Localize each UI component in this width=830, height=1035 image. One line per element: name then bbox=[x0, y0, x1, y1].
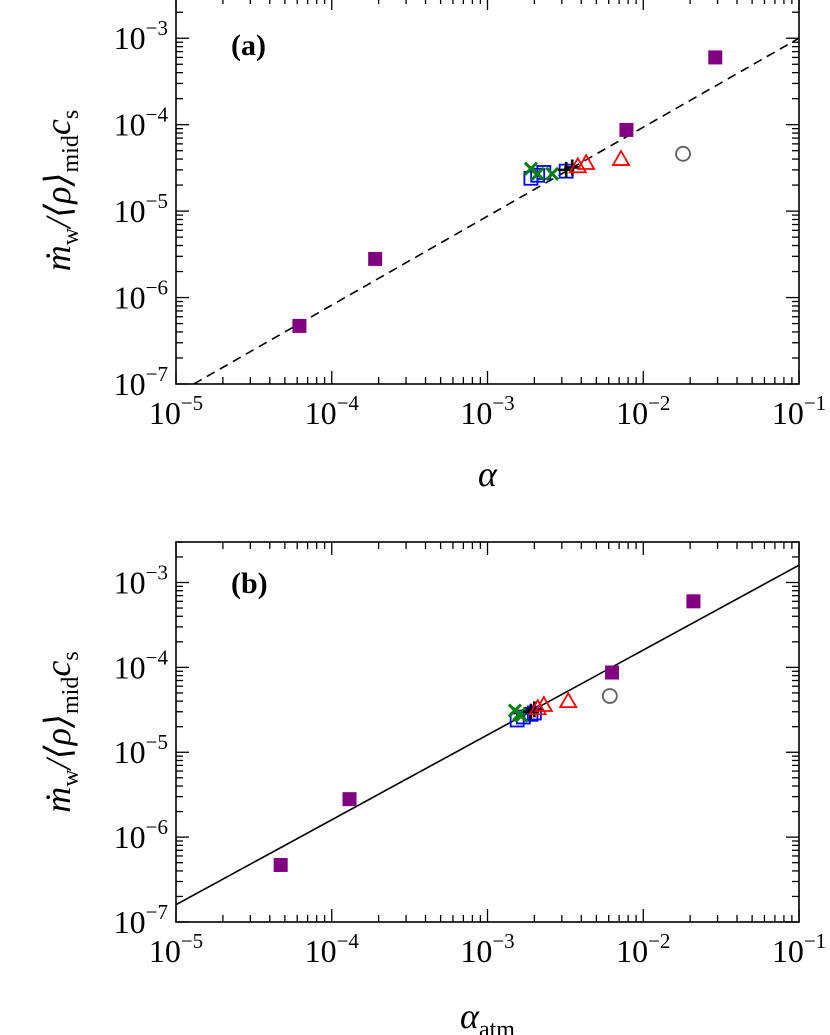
data-point-open-triangle bbox=[528, 698, 548, 716]
data-point-filled-square bbox=[604, 665, 619, 680]
y-tick-label: 10−6 bbox=[114, 276, 168, 316]
data-point-open-circle bbox=[675, 145, 691, 162]
data-point-open-triangle bbox=[558, 691, 578, 709]
x-tick-label: 10−5 bbox=[149, 929, 203, 969]
y-tick-label: 10−7 bbox=[114, 362, 168, 402]
panel-label: (a) bbox=[231, 29, 266, 62]
data-point-filled-square bbox=[368, 251, 383, 266]
y-axis-label: ṁw/⟨ρ⟩midcs bbox=[38, 651, 84, 812]
x-tick-label: 10−2 bbox=[616, 391, 670, 431]
y-tick-label: 10−4 bbox=[114, 645, 169, 685]
axis-ticks bbox=[175, 541, 800, 923]
data-point-filled-square bbox=[619, 122, 634, 137]
data-point-x bbox=[545, 166, 560, 181]
data-point-open-triangle bbox=[568, 156, 588, 174]
panel-a: 10−5 10−4 10−3 10−2 10−1 10−7 10−6 10−5 10−4 10−3… bbox=[38, 0, 826, 494]
y-tick-label: 10−5 bbox=[114, 189, 168, 229]
axes-frame bbox=[175, 541, 800, 923]
data-point-open-circle bbox=[601, 688, 618, 704]
panel-label: (b) bbox=[231, 567, 268, 600]
axes-frame bbox=[175, 0, 800, 385]
data-point-filled-square bbox=[273, 857, 288, 872]
data-point-filled-square bbox=[686, 594, 701, 609]
data-point-open-triangle bbox=[576, 153, 596, 170]
x-axis-label: αatm bbox=[460, 996, 515, 1035]
x-tick-label: 10−4 bbox=[305, 391, 360, 431]
x-tick-label: 10−3 bbox=[460, 391, 514, 431]
data-points bbox=[273, 594, 701, 872]
y-tick-label: 10−7 bbox=[114, 900, 168, 940]
x-tick-label: 10−5 bbox=[149, 391, 203, 431]
y-tick-label: 10−3 bbox=[114, 560, 168, 600]
y-tick-label: 10−4 bbox=[114, 103, 169, 143]
x-tick-label: 10−2 bbox=[616, 929, 670, 969]
fit-line bbox=[193, 37, 799, 384]
axis-ticks bbox=[175, 0, 800, 385]
panel-b: 10−5 10−4 10−3 10−2 10−1 10−7 10−6 10−5 10−4 10−3… bbox=[38, 541, 826, 1035]
x-tick-label: 10−1 bbox=[772, 391, 826, 431]
data-point-open-triangle bbox=[534, 695, 554, 712]
fit-line bbox=[176, 564, 799, 906]
y-tick-label: 10−6 bbox=[114, 815, 168, 855]
data-point-x bbox=[530, 166, 545, 181]
y-tick-label: 10−3 bbox=[114, 16, 168, 56]
x-axis-label: α bbox=[478, 454, 498, 494]
data-points bbox=[292, 50, 723, 333]
data-point-filled-square bbox=[342, 792, 357, 807]
y-tick-label: 10−5 bbox=[114, 730, 168, 770]
x-tick-label: 10−3 bbox=[460, 929, 514, 969]
y-axis-label: ṁw/⟨ρ⟩midcs bbox=[38, 110, 84, 271]
data-point-filled-square bbox=[292, 318, 307, 333]
x-tick-label: 10−1 bbox=[772, 929, 826, 969]
data-point-filled-square bbox=[708, 50, 723, 65]
data-point-open-triangle bbox=[611, 149, 631, 166]
x-tick-label: 10−4 bbox=[305, 929, 360, 969]
